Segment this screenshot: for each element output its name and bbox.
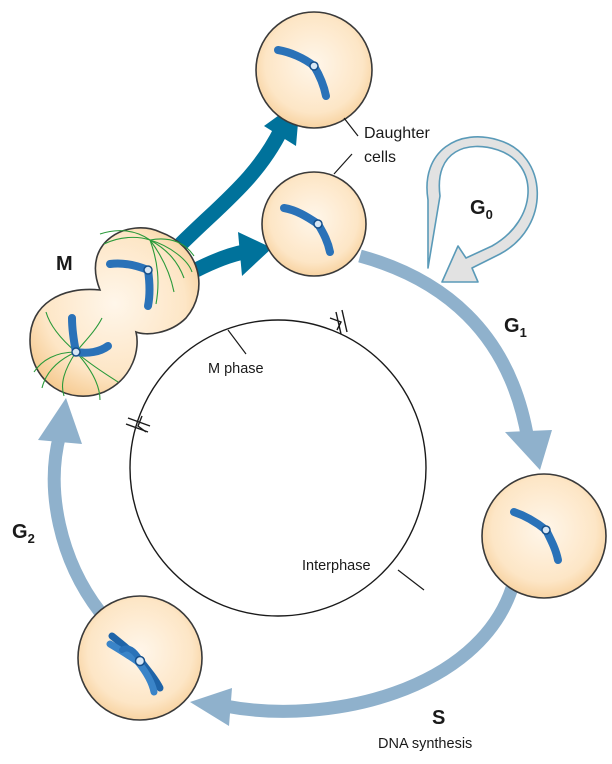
daughter-cells-label-line1: Daughter xyxy=(364,125,430,142)
phase-boundary-tick-left xyxy=(125,415,151,433)
m-phase-label: M phase xyxy=(208,361,264,377)
g2-arrow xyxy=(47,432,106,616)
mitotic-cell xyxy=(29,227,200,401)
cycle-arrows xyxy=(38,249,552,726)
dna-synthesis-label: DNA synthesis xyxy=(378,736,472,752)
replicated-chromosome-icon xyxy=(106,632,164,696)
interphase-leader xyxy=(397,569,425,591)
daughter-leader-lower xyxy=(333,153,353,175)
daughter-cells-label-line2: cells xyxy=(364,149,396,166)
interphase-label: Interphase xyxy=(302,558,371,574)
chromosome-icon xyxy=(510,508,562,564)
g1-label: G1 xyxy=(504,315,527,340)
daughter-cell-top xyxy=(255,11,373,129)
cell-s-phase xyxy=(481,473,607,599)
chromosome-icon xyxy=(274,46,330,100)
g1-arrowhead xyxy=(505,430,552,470)
g1-arrow xyxy=(358,249,535,442)
s-arrowhead xyxy=(190,688,232,726)
g0-loop-arrow xyxy=(426,136,539,283)
chromosome-icon xyxy=(280,204,334,256)
daughter-leader-top xyxy=(343,117,359,137)
s-label: S xyxy=(432,707,445,729)
g0-label: G0 xyxy=(470,197,493,222)
chromosome-icon xyxy=(106,259,154,310)
division-arrow-lower xyxy=(192,244,246,277)
s-arrow xyxy=(223,585,519,718)
inner-phase-circle xyxy=(125,309,427,617)
m-label: M xyxy=(56,253,73,275)
phase-boundary-tick-top xyxy=(329,309,348,335)
g2-label: G2 xyxy=(12,521,35,546)
daughter-cell-lower xyxy=(261,171,367,277)
m-phase-leader xyxy=(227,329,247,355)
chromosome-icon xyxy=(68,314,112,357)
cell-g2-phase xyxy=(77,595,203,721)
g2-arrowhead xyxy=(38,398,82,444)
division-arrow-upper xyxy=(174,124,289,251)
division-arrowhead-lower xyxy=(238,232,272,276)
